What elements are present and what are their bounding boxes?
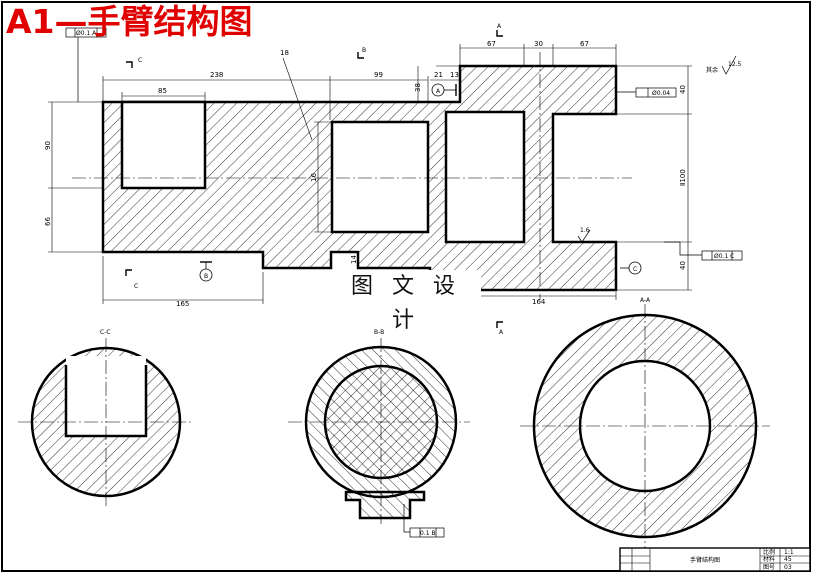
roughness-corner-note: 其余 [706, 66, 718, 74]
datum-c: C [633, 266, 637, 273]
title-block-scale-label: 比例 [763, 548, 775, 556]
dim-100: Ⅱ100 [679, 169, 687, 186]
dim-16: 16 [310, 173, 318, 182]
title-block-name: 手臂结构图 [690, 556, 720, 564]
title-block-sheet-label: 图号 [763, 564, 775, 571]
dim-67-left: 67 [487, 40, 496, 48]
dim-40-lower: 40 [679, 261, 687, 270]
pocket-middle [330, 120, 430, 234]
dim-21: 21 [434, 71, 443, 79]
title-block-sheet-value: 03 [784, 564, 792, 571]
section-title-aa: A-A [640, 297, 651, 304]
watermark-label: 图 文 设 计 [331, 270, 481, 333]
section-mark-b-top: B [362, 47, 366, 54]
title-block [619, 547, 811, 572]
section-cc-view [18, 338, 194, 506]
dim-99: 99 [374, 71, 383, 79]
title-block-material-value: 45 [784, 556, 792, 563]
pocket-left [120, 100, 207, 190]
section-mark-c-top: C [138, 57, 142, 64]
datum-b: B [204, 273, 208, 280]
tolerance-right-upper: Ø0.04 [652, 90, 670, 97]
tolerance-bottom: 0.1 B [420, 530, 436, 537]
dim-40-upper: 40 [679, 85, 687, 94]
roughness-inner-value: 1.6 [580, 227, 590, 234]
section-mark-c-bottom: C [134, 283, 138, 290]
drawing-heading: A1—手臂结构图 [6, 2, 253, 41]
tolerance-top-left: Ø0.1 A [76, 30, 97, 37]
pocket-right-a [444, 110, 526, 244]
title-block-material-label: 材料 [763, 555, 775, 563]
dim-38: 38 [414, 83, 422, 92]
datum-a: A [436, 88, 441, 95]
section-aa-view [520, 304, 770, 548]
section-title-bb: B-B [374, 329, 384, 336]
dim-14: 14 [350, 255, 358, 264]
roughness-corner-value: 12.5 [728, 61, 742, 68]
section-title-cc: C-C [100, 329, 111, 336]
dim-238: 238 [210, 71, 223, 79]
dim-85: 85 [158, 87, 167, 95]
title-block-scale-value: 1:1 [784, 549, 794, 556]
dim-90: 90 [44, 141, 52, 150]
section-bb-view [288, 338, 470, 524]
dim-30: 30 [534, 40, 543, 48]
dim-13: 13 [450, 71, 459, 79]
dim-18: 18 [280, 49, 289, 57]
dim-67-right: 67 [580, 40, 589, 48]
dim-66: 66 [44, 217, 52, 226]
dim-164: 164 [532, 298, 546, 306]
section-mark-a-top: A [497, 23, 502, 30]
tolerance-right-lower: Ø0.1 C [714, 253, 734, 260]
main-view: 238 85 99 38 21 13 67 30 67 40 Ⅱ100 40 9… [44, 23, 743, 538]
section-mark-a-bottom: A [499, 329, 504, 336]
dim-165: 165 [176, 300, 189, 308]
